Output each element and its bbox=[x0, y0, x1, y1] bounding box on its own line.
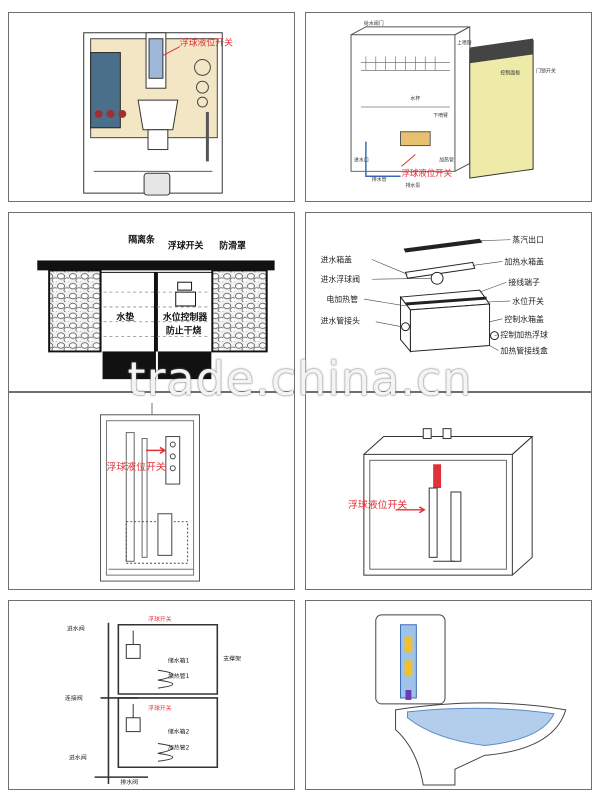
panel-dishwasher: 给水阀门 进水口 下喷臂 排水管 加热管 排水泵 门锁开关 控制面板 上喷臂 水… bbox=[305, 12, 592, 202]
float-switch-label-1: 浮球液位开关 bbox=[180, 37, 233, 49]
schematic-label-4: 支撑架 bbox=[223, 654, 241, 662]
dishwasher-label-9: 水杯 bbox=[410, 95, 420, 102]
steam-label-right-6: 加热管接线盒 bbox=[500, 345, 548, 355]
panel-coffee-machine: 浮球液位开关 bbox=[8, 12, 295, 202]
steam-cabinet-drawing: 浮球液位开关 bbox=[100, 402, 201, 582]
panel-appliance-box: 浮球液位开关 bbox=[305, 392, 592, 590]
dishwasher-drawing: 给水阀门 进水口 下喷臂 排水管 加热管 排水泵 门锁开关 控制面板 上喷臂 水… bbox=[350, 20, 556, 189]
steam-label-right-3: 水位开关 bbox=[512, 296, 544, 306]
tank-label-0: 隔离条 bbox=[128, 234, 155, 246]
steam-label-left-0: 进水箱盖 bbox=[320, 254, 352, 264]
coffee-machine-drawing: 浮球液位开关 bbox=[83, 32, 233, 196]
float-switch-label-6: 浮球液位开关 bbox=[348, 498, 407, 511]
schematic-label-10: 排水阀 bbox=[120, 778, 138, 786]
toilet-drawing bbox=[375, 614, 567, 786]
schematic-label-2: 储水箱1 bbox=[168, 656, 190, 664]
schematic-label-3: 加热管1 bbox=[168, 672, 190, 680]
steam-label-right-5: 控制加热浮球 bbox=[500, 330, 548, 340]
steam-label-right-1: 加热水箱盖 bbox=[504, 256, 544, 266]
tank-label-5: 防止干烧 bbox=[166, 325, 202, 337]
float-switch-label-2: 浮球液位开关 bbox=[402, 168, 453, 178]
schematic-label-7: 储水箱2 bbox=[168, 728, 190, 736]
steam-label-right-2: 接线端子 bbox=[508, 277, 540, 287]
steam-label-left-1: 进水浮球阀 bbox=[320, 274, 360, 284]
tank-label-1: 浮球开关 bbox=[168, 240, 204, 252]
steam-label-right-4: 控制水箱盖 bbox=[504, 314, 544, 324]
panel-steam-cabinet: 浮球液位开关 bbox=[8, 392, 295, 590]
dishwasher-label-8: 上喷臂 bbox=[457, 40, 472, 47]
steam-label-right-0: 蒸汽出口 bbox=[512, 235, 544, 245]
tank-section-drawing: 隔离条 浮球开关 防滑罩 水垫 水位控制器 防止干烧 bbox=[37, 234, 275, 380]
appliance-box-drawing: 浮球液位开关 bbox=[348, 428, 534, 576]
dishwasher-label-5: 排水泵 bbox=[405, 182, 420, 189]
schematic-label-6: 浮球开关 bbox=[148, 704, 172, 712]
dishwasher-label-2: 下喷臂 bbox=[433, 112, 448, 119]
dishwasher-label-4: 加热管 bbox=[439, 156, 454, 163]
steam-label-left-3: 进水管接头 bbox=[320, 316, 360, 326]
float-switch-label-5: 浮球液位开关 bbox=[106, 460, 165, 473]
panel-toilet bbox=[305, 600, 592, 790]
dishwasher-label-6: 门锁开关 bbox=[536, 67, 556, 74]
dishwasher-label-3: 排水管 bbox=[372, 176, 387, 183]
panel-tank-section: 隔离条 浮球开关 防滑罩 水垫 水位控制器 防止干烧 bbox=[8, 212, 295, 392]
tank-label-4: 水位控制器 bbox=[163, 311, 209, 323]
tank-label-3: 水垫 bbox=[116, 311, 134, 323]
schematic-label-8: 加热管2 bbox=[168, 743, 190, 751]
steam-label-left-2: 电加热管 bbox=[326, 294, 358, 304]
steam-generator-drawing: 进水箱盖 进水浮球阀 电加热管 进水管接头 蒸汽出口 加热水箱盖 接线端子 水位… bbox=[320, 235, 548, 356]
panel-twin-tank-schematic: 进水阀 浮球开关 储水箱1 加热管1 支撑架 连接阀 浮球开关 储水箱2 加热管… bbox=[8, 600, 295, 790]
dishwasher-label-1: 进水口 bbox=[354, 156, 369, 163]
schematic-label-0: 进水阀 bbox=[67, 625, 85, 633]
schematic-label-1: 浮球开关 bbox=[148, 615, 172, 623]
schematic-label-5: 连接阀 bbox=[65, 694, 83, 702]
dishwasher-label-0: 给水阀门 bbox=[364, 20, 384, 27]
twin-tank-drawing: 进水阀 浮球开关 储水箱1 加热管1 支撑架 连接阀 浮球开关 储水箱2 加热管… bbox=[65, 615, 241, 786]
schematic-label-9: 进水阀 bbox=[69, 753, 87, 761]
dishwasher-label-7: 控制面板 bbox=[500, 69, 520, 76]
tank-label-2: 防滑罩 bbox=[219, 240, 246, 252]
panel-steam-generator: 进水箱盖 进水浮球阀 电加热管 进水管接头 蒸汽出口 加热水箱盖 接线端子 水位… bbox=[305, 212, 592, 392]
